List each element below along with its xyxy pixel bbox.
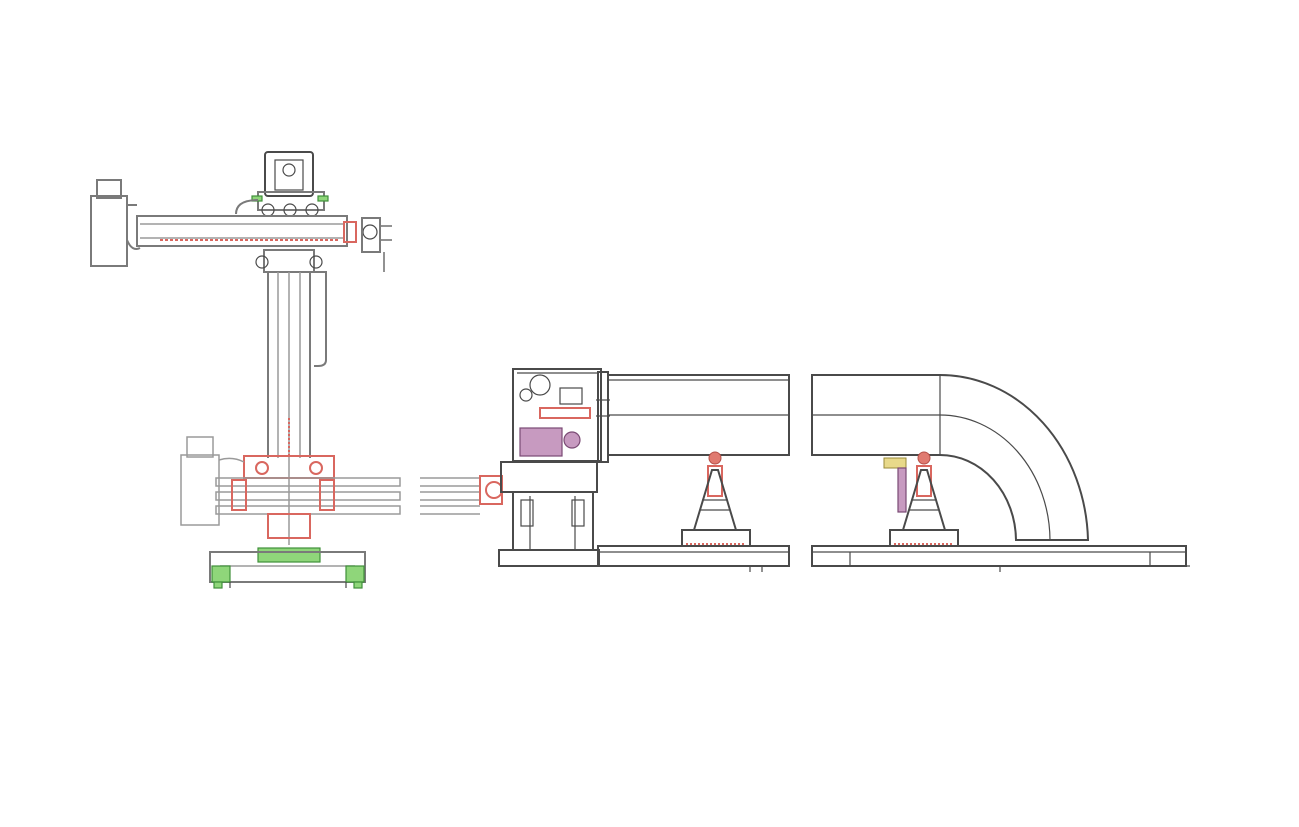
elbow-pipe-section bbox=[811, 374, 1090, 541]
pipe-support-stand-1 bbox=[681, 451, 751, 547]
pipe-support-stand-2 bbox=[883, 451, 959, 547]
upper-boom-arm bbox=[136, 215, 392, 272]
column-boom-manipulator bbox=[90, 151, 503, 589]
top-drive-head bbox=[235, 151, 329, 217]
lower-control-box bbox=[180, 436, 245, 526]
lower-boom-arm bbox=[215, 455, 503, 515]
welding-head-frame bbox=[498, 368, 610, 567]
upper-control-box bbox=[90, 179, 141, 267]
column-base-carriage bbox=[209, 513, 366, 589]
roller-bed-rail-2 bbox=[811, 545, 1190, 572]
straight-pipe-section bbox=[607, 374, 790, 456]
vertical-column bbox=[255, 249, 327, 545]
roller-bed-rail-1 bbox=[597, 545, 790, 572]
